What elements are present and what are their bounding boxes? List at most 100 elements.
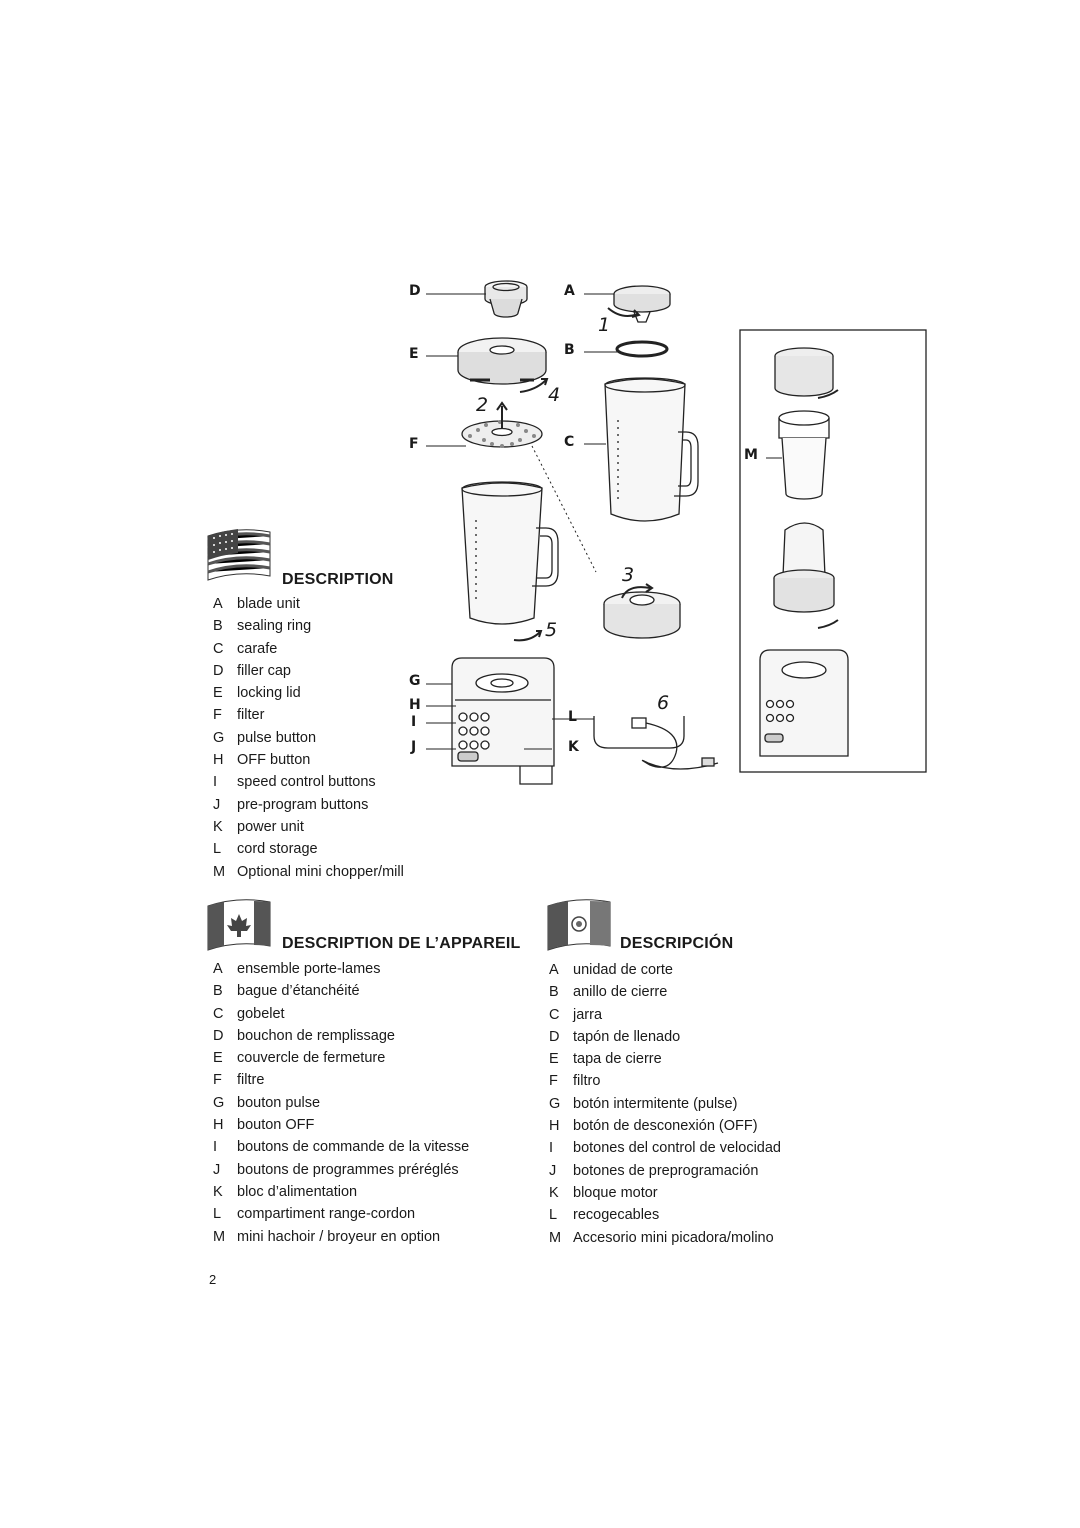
item-text: speed control buttons: [237, 774, 376, 791]
callout-leader-lines: [426, 293, 782, 750]
item-key: G: [549, 1095, 561, 1112]
item-text: unidad de corte: [573, 962, 673, 978]
usa-flag-icon: [207, 529, 271, 581]
item-text: anillo de cierre: [573, 984, 668, 1001]
callout-k: K: [568, 739, 579, 755]
item-text: boutons de programmes préréglés: [237, 1161, 459, 1178]
canada-flag-icon: [207, 899, 271, 951]
callout-m: M: [744, 447, 758, 463]
item-text: filtro: [573, 1073, 601, 1090]
direction-arrows: [496, 307, 839, 642]
callout-a: A: [564, 283, 575, 299]
step-3: 3: [622, 564, 635, 586]
item-key: G: [213, 1094, 225, 1111]
item-text: bloc d’alimentation: [237, 1183, 358, 1200]
step-2: 2: [476, 394, 489, 416]
item-text: botón intermitente (pulse): [573, 1095, 738, 1112]
callout-l: L: [568, 709, 577, 725]
item-text: recogecables: [573, 1207, 660, 1224]
step-1: 1: [598, 314, 611, 336]
item-text: Accesorio mini picadora/molino: [573, 1229, 774, 1246]
item-text: bloque motor: [573, 1184, 658, 1201]
callout-j: J: [411, 739, 417, 755]
item-key: L: [549, 1207, 558, 1224]
item-key: D: [213, 662, 224, 679]
item-key: M: [213, 1228, 226, 1245]
filter-illustration: [461, 420, 543, 448]
power-unit-illustration-main: [451, 657, 555, 785]
item-key: E: [549, 1051, 559, 1068]
item-key: J: [213, 1161, 221, 1178]
item-key: M: [213, 863, 226, 880]
item-text: pre-program buttons: [237, 796, 369, 813]
item-text: filter: [237, 707, 265, 724]
item-key: A: [549, 962, 559, 978]
item-text: boutons de commande de la vitesse: [237, 1139, 470, 1156]
item-text: bouton OFF: [237, 1117, 315, 1134]
item-key: I: [213, 774, 218, 791]
item-text: bouchon de remplissage: [237, 1027, 395, 1044]
filler-cap-illustration: [484, 280, 528, 318]
item-key: K: [213, 818, 223, 835]
item-text: Optional mini chopper/mill: [237, 863, 404, 880]
item-text: gobelet: [237, 1005, 285, 1022]
item-key: J: [549, 1162, 557, 1179]
item-text: botón de desconexión (OFF): [573, 1118, 758, 1135]
item-key: B: [549, 984, 559, 1001]
item-text: filtre: [237, 1072, 265, 1089]
heading-description-spanish: DESCRIPCIÓN: [620, 935, 734, 952]
item-key: I: [213, 1139, 218, 1156]
callout-i: I: [411, 714, 417, 730]
item-key: C: [549, 1006, 560, 1023]
callout-b: B: [564, 342, 575, 358]
item-text: tapa de cierre: [573, 1051, 662, 1068]
item-text: cord storage: [237, 841, 318, 858]
locking-lid-illustration: [457, 337, 547, 385]
item-key: D: [213, 1027, 224, 1044]
callout-g: G: [409, 673, 421, 689]
item-text: jarra: [573, 1006, 603, 1023]
item-text: filler cap: [237, 662, 291, 679]
callout-d: D: [409, 283, 421, 299]
item-key: F: [549, 1073, 558, 1090]
mexico-flag-icon: [547, 899, 611, 951]
item-text: bouton pulse: [237, 1094, 321, 1111]
item-key: L: [213, 1206, 222, 1223]
item-key: J: [213, 796, 221, 813]
callout-h: H: [409, 697, 421, 713]
item-key: G: [213, 729, 225, 746]
cord-storage-illustration: [593, 716, 719, 770]
item-key: E: [213, 685, 223, 702]
item-key: C: [213, 640, 224, 657]
item-key: M: [549, 1229, 562, 1246]
page-number: 2: [209, 1272, 217, 1287]
item-key: K: [549, 1184, 559, 1201]
